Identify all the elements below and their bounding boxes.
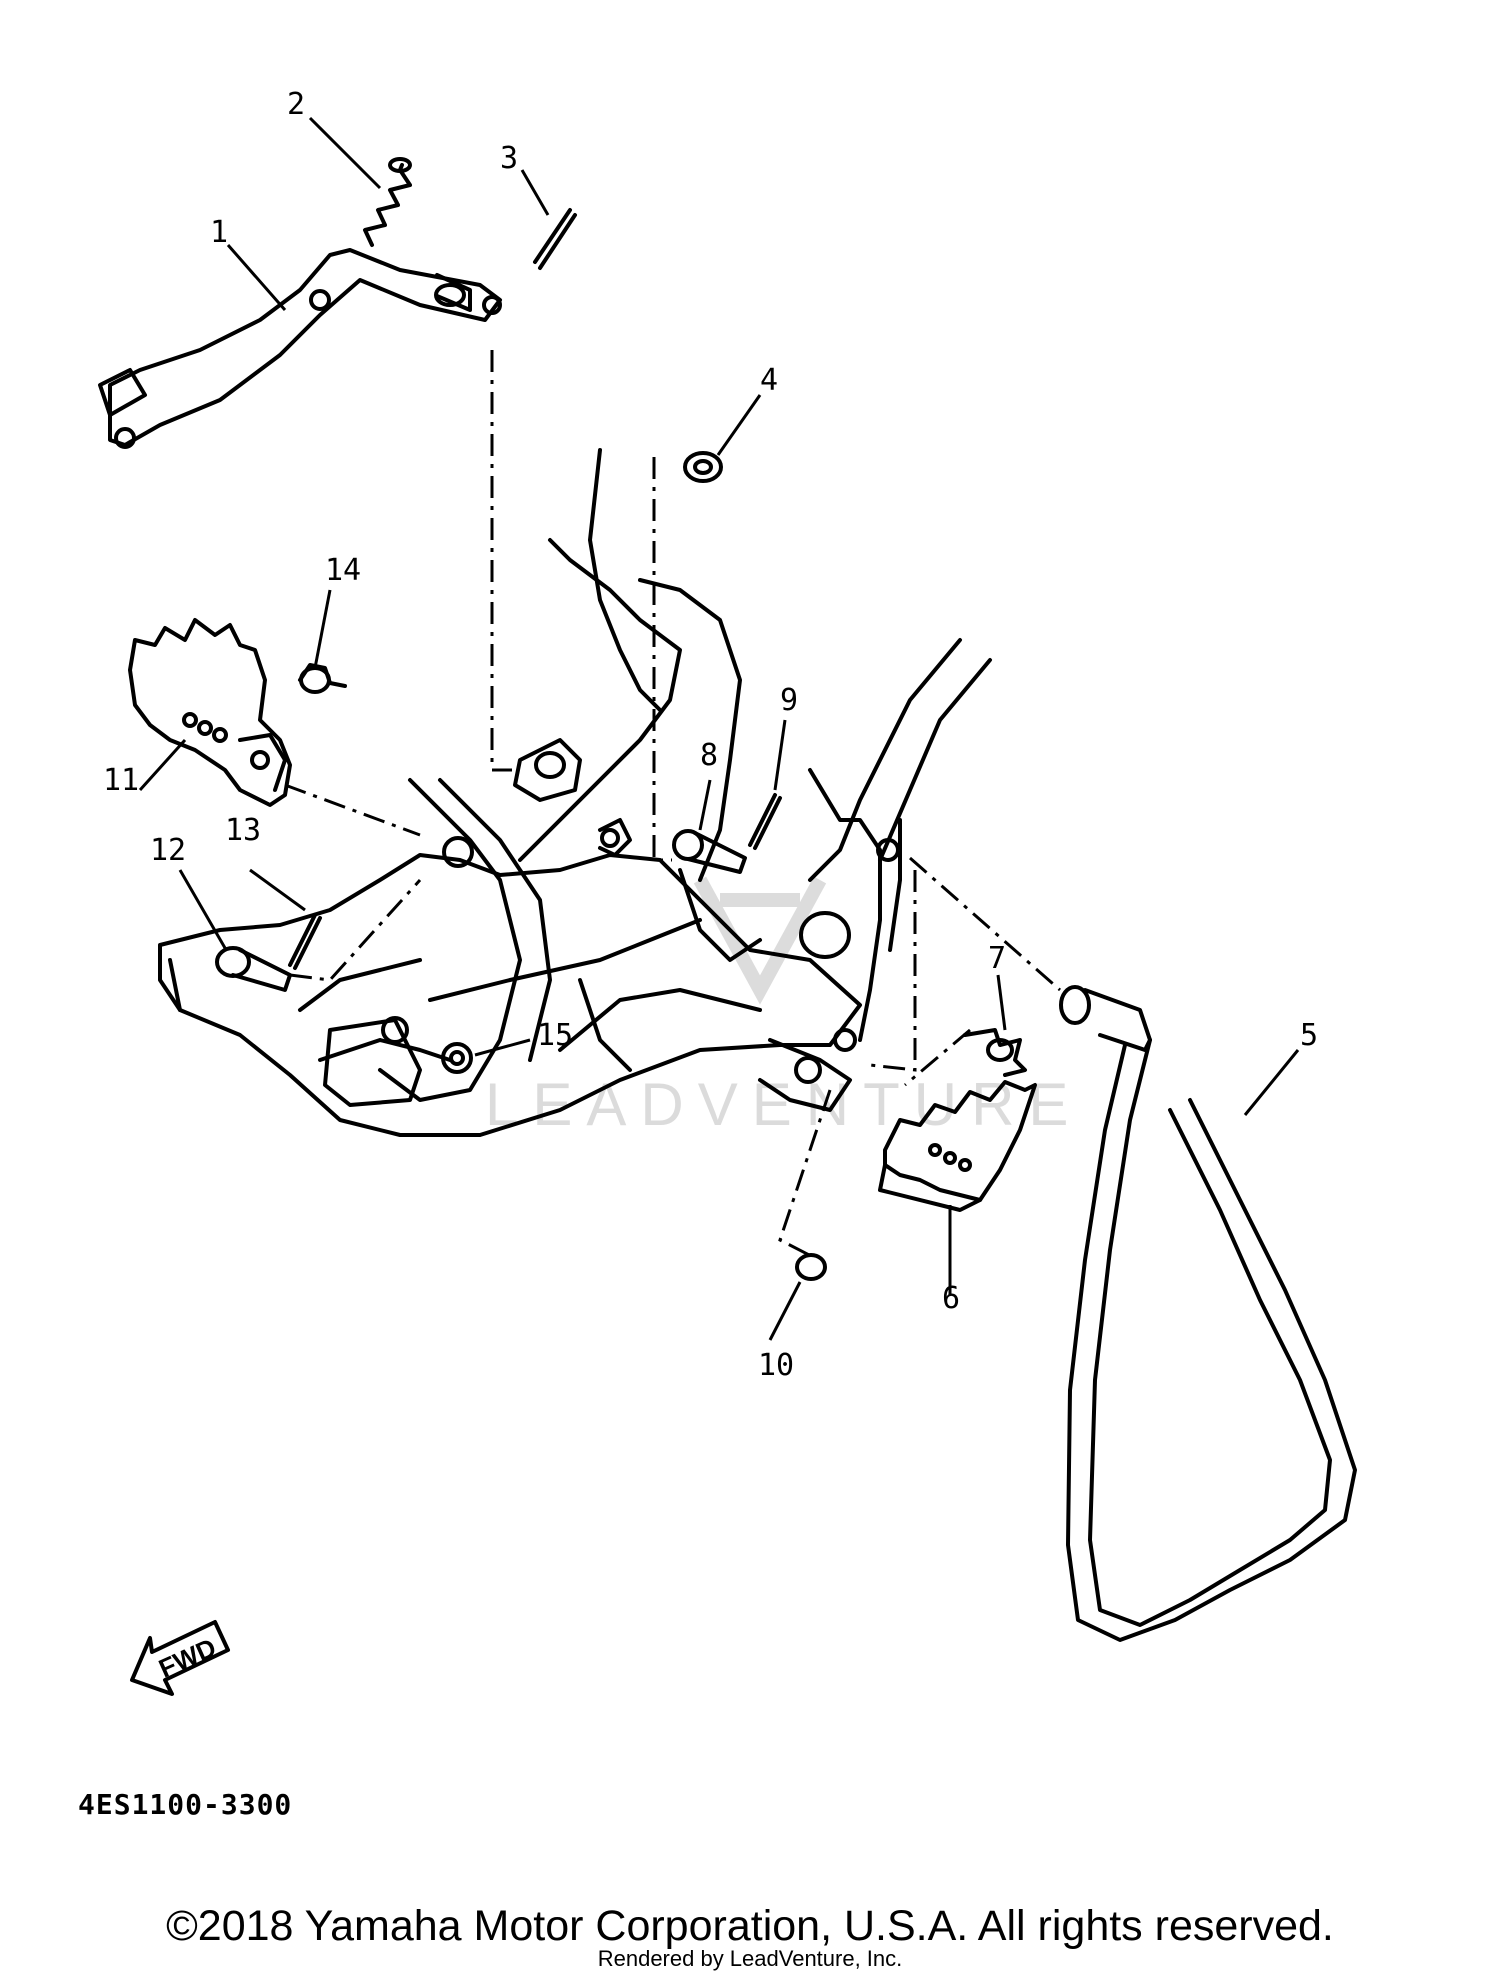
part-label-13: 13 — [225, 813, 261, 848]
part-label-5: 5 — [1300, 1018, 1318, 1053]
part-label-2: 2 — [287, 87, 305, 122]
part-label-7: 7 — [988, 941, 1006, 976]
washer-part-4 — [683, 451, 723, 483]
part-label-10: 10 — [758, 1348, 794, 1383]
spring-part-14 — [298, 663, 347, 694]
brake-pedal — [98, 248, 502, 449]
part-label-8: 8 — [700, 738, 718, 773]
bushing-part-15 — [441, 1042, 473, 1074]
pin-part-8 — [672, 829, 747, 874]
part-label-12: 12 — [150, 833, 186, 868]
part-number-labels: 2 3 1 4 14 11 9 8 12 13 7 5 15 6 10 — [103, 87, 1318, 1383]
washer-part-10 — [795, 1253, 827, 1281]
watermark: LEADVENTURE — [485, 876, 1082, 1138]
pin-part-12 — [215, 946, 292, 992]
spring-part-2 — [363, 157, 412, 247]
leader-lines — [138, 116, 1300, 1341]
part-label-3: 3 — [500, 141, 518, 176]
rendered-by-note: Rendered by LeadVenture, Inc. — [597, 1946, 903, 1971]
part-label-1: 1 — [210, 215, 228, 250]
part-label-15: 15 — [537, 1018, 573, 1053]
cotter-pin-part-13 — [288, 913, 322, 970]
fwd-label: FWD — [154, 1632, 220, 1683]
watermark-text: LEADVENTURE — [485, 1071, 1082, 1138]
part-label-9: 9 — [780, 683, 798, 718]
part-label-11: 11 — [103, 763, 139, 798]
cotter-pin-part-9 — [748, 793, 782, 850]
part-label-4: 4 — [760, 363, 778, 398]
part-label-6: 6 — [942, 1281, 960, 1316]
assembly-lines — [284, 350, 1061, 1260]
footrest-part-6 — [878, 1080, 1037, 1212]
fwd-arrow-icon: FWD — [130, 1620, 230, 1696]
sidestand-part-5 — [1059, 985, 1357, 1642]
spring-part-7 — [963, 1028, 1027, 1077]
copyright-notice: ©2018 Yamaha Motor Corporation, U.S.A. A… — [166, 1902, 1334, 1950]
frame — [158, 448, 992, 1137]
drawing-code: 4ES1100-3300 — [78, 1788, 293, 1821]
cotter-pin-part-3 — [533, 208, 577, 270]
footrest-part-11 — [128, 618, 292, 807]
part-label-14: 14 — [325, 553, 361, 588]
